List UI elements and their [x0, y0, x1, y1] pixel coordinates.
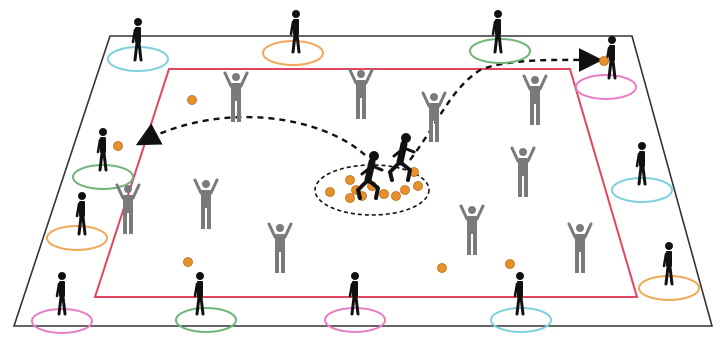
ball-icon	[346, 194, 355, 203]
arms-raised-defender-icon	[225, 73, 247, 122]
arms-raised-defender-icon	[269, 224, 291, 273]
ring-pink	[32, 309, 92, 333]
ball-icon	[114, 142, 123, 151]
ball-icon	[392, 192, 401, 201]
ring-orange	[639, 276, 699, 300]
standing-player-icon	[133, 18, 142, 60]
standing-player-icon	[664, 242, 673, 284]
standing-player-icon	[57, 272, 66, 314]
standing-player-icon	[291, 10, 300, 52]
ball-icon	[438, 264, 447, 273]
ball-icon	[184, 258, 193, 267]
standing-player-icon	[493, 10, 502, 52]
arms-raised-defender-icon	[524, 76, 546, 125]
arms-raised-defender-icon	[423, 93, 445, 142]
ball-icon	[346, 176, 355, 185]
arms-raised-defender-icon	[117, 185, 139, 234]
ring-blue	[612, 178, 672, 202]
ring-green	[73, 165, 133, 189]
ring-blue	[108, 47, 168, 71]
ring-pink	[325, 308, 385, 332]
ring-green	[176, 308, 236, 332]
standing-player-icon	[607, 36, 616, 78]
ball-icon	[326, 188, 335, 197]
ring-orange	[47, 226, 107, 250]
arms-raised-defender-icon	[195, 180, 217, 229]
ring-blue	[491, 308, 551, 332]
arms-raised-defender-icon	[461, 206, 483, 255]
pass-arrow-left	[140, 117, 365, 155]
arms-raised-defender-icon	[569, 224, 591, 273]
outside-player-layer	[57, 10, 673, 314]
ball-icon	[600, 57, 609, 66]
ball-icon	[188, 96, 197, 105]
running-player-icon	[358, 151, 382, 198]
arms-raised-defender-icon	[512, 148, 534, 197]
running-player-icon	[390, 133, 414, 180]
ball-icon	[506, 260, 515, 269]
ring-pink	[576, 75, 636, 99]
outer-field	[14, 36, 712, 326]
ball-icon	[414, 182, 423, 191]
standing-player-icon	[98, 128, 107, 170]
ball-icon	[401, 186, 410, 195]
arms-raised-defender-icon	[350, 70, 372, 119]
standing-player-icon	[77, 192, 86, 234]
ball-icon	[380, 190, 389, 199]
